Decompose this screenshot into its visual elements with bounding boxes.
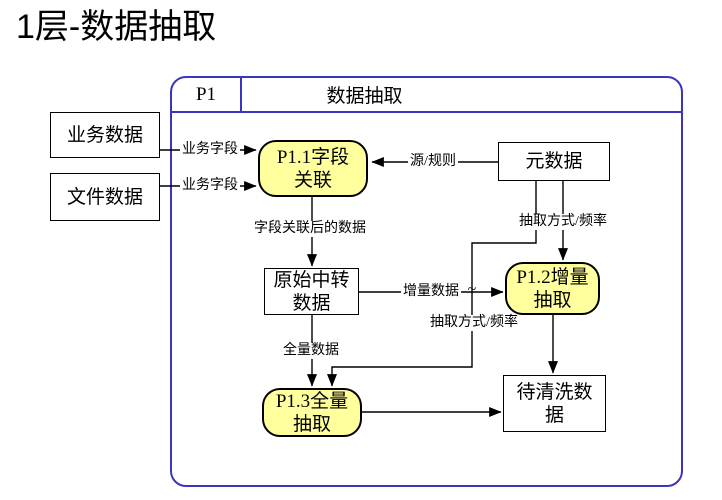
process-frame-p1: P1 数据抽取	[170, 76, 683, 487]
flow-squiggle-mark: ~	[467, 281, 477, 298]
process-p11-field-association: P1.1字段 关联	[258, 140, 368, 197]
process-p13-full-extract: P1.3全量 抽取	[262, 388, 362, 437]
process-p12-incremental-extract: P1.2增量 抽取	[505, 262, 600, 315]
store-raw-transfer-label-line1: 原始中转	[273, 269, 350, 291]
process-p11-label-line2: 关联	[293, 169, 332, 191]
process-p11-label-line1: P1.1字段	[276, 146, 350, 168]
flow-label-full-data: 全量数据	[281, 343, 341, 359]
flow-label-biz-field-1: 业务字段	[180, 142, 240, 158]
store-raw-transfer-label-line2: 数据	[292, 292, 331, 314]
store-data-to-clean-label-line1: 待清洗数	[516, 381, 593, 403]
process-p12-label-line2: 抽取	[533, 289, 572, 311]
store-data-to-clean: 待清洗数 据	[503, 375, 606, 432]
page-title: 1层-数据抽取	[16, 8, 217, 46]
flow-label-extract-mode-freq-1: 抽取方式/频率	[517, 214, 609, 230]
store-metadata-label: 元数据	[525, 151, 583, 172]
process-p13-label-line1: P1.3全量	[275, 390, 349, 412]
store-metadata: 元数据	[498, 142, 610, 181]
flow-label-source-rules: 源/规则	[408, 154, 458, 170]
flow-label-after-field-assoc: 字段关联后的数据	[252, 221, 368, 237]
flow-label-biz-field-2: 业务字段	[180, 178, 240, 194]
frame-title-cell: 数据抽取	[326, 86, 403, 107]
flow-label-extract-mode-freq-2: 抽取方式/频率	[428, 315, 520, 331]
entity-business-data-label: 业务数据	[66, 124, 143, 146]
entity-business-data: 业务数据	[50, 112, 160, 158]
frame-header: P1 数据抽取	[172, 78, 681, 113]
entity-file-data-label: 文件数据	[66, 186, 143, 208]
process-p13-label-line2: 抽取	[292, 413, 331, 435]
entity-file-data: 文件数据	[50, 173, 160, 221]
flow-label-incremental-data: 增量数据	[401, 284, 461, 300]
store-data-to-clean-label-line2: 据	[544, 404, 564, 426]
process-p12-label-line1: P1.2增量	[516, 266, 589, 288]
store-raw-transfer-data: 原始中转 数据	[264, 268, 359, 315]
frame-id-cell: P1	[172, 78, 242, 111]
